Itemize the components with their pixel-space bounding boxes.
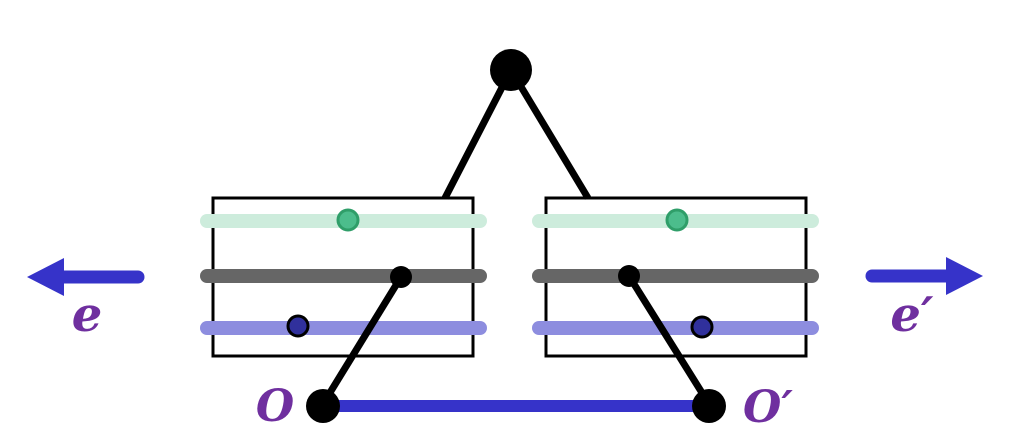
right-green-dot [665,208,689,232]
left-black-dot [390,266,412,288]
origin-o-dot [306,389,340,423]
left-navy-dot [286,314,310,338]
origin-o-prime-dot [692,389,726,423]
label-o: O [256,381,294,432]
right-direction-arrow [865,257,983,295]
left-pendulum-line [320,275,404,406]
label-o-prime: O′ [743,382,793,433]
right-navy-dot [690,315,714,339]
label-e: e [72,287,103,343]
apex-vertex-dot [490,49,532,91]
left-arrow-head-icon [27,258,64,296]
apex-right-edge [508,68,591,200]
apex-left-edge [441,68,515,200]
right-black-dot [618,265,640,287]
left-green-dot [336,208,360,232]
right-arrow-head-icon [946,257,983,295]
right-pendulum-line [626,274,712,406]
label-e-prime: e′ [890,287,934,343]
left-direction-arrow [27,258,145,296]
